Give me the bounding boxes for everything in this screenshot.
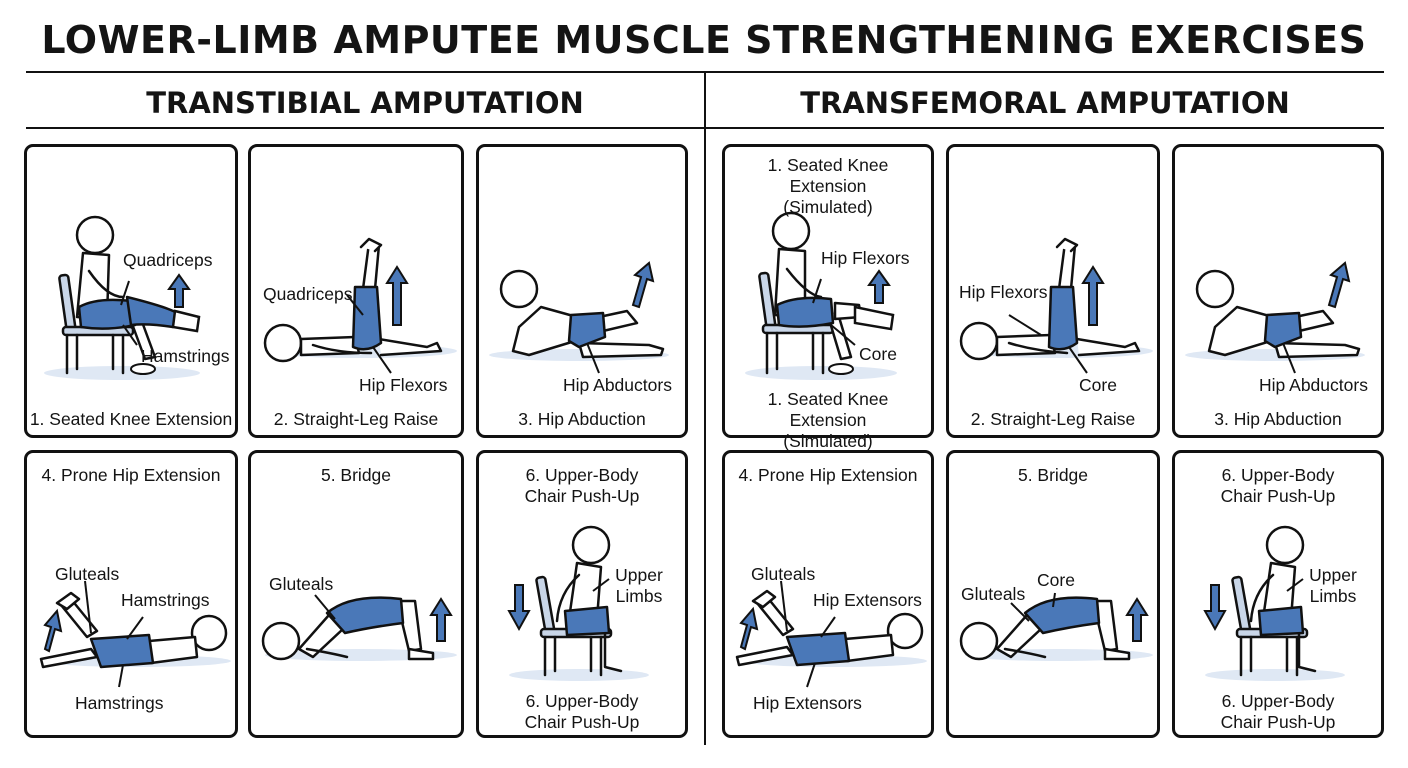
caption: 2. Straight-Leg Raise bbox=[273, 409, 439, 429]
caption: 5. Bridge bbox=[1017, 465, 1089, 485]
caption-bottom: 6. Upper-Body Chair Push-Up bbox=[1220, 691, 1336, 732]
hip-abduction-illustration bbox=[1185, 261, 1365, 374]
label-hamstrings: Hamstrings bbox=[141, 346, 230, 366]
caption: 2. Straight-Leg Raise bbox=[970, 409, 1136, 429]
section-divider bbox=[704, 73, 706, 745]
label-hamstrings: Hamstrings bbox=[75, 693, 164, 713]
straight-leg-raise-illustration bbox=[959, 237, 1153, 374]
transtibial-panel-straight-leg-raise: Quadriceps Hip Flexors 2. Straight-Leg R… bbox=[248, 144, 464, 438]
label-gluteals: Gluteals bbox=[269, 574, 334, 594]
caption-bottom: 1. Seated Knee Extension (Simulated) bbox=[767, 389, 889, 451]
title-divider bbox=[26, 71, 1384, 73]
section-title-transtibial: TRANSTIBIAL AMPUTATION bbox=[146, 86, 584, 120]
label-hamstrings: Hamstrings bbox=[121, 590, 210, 610]
label-hip-flexors: Hip Flexors bbox=[359, 375, 448, 395]
label-hip-flexors: Hip Flexors bbox=[821, 248, 910, 268]
prone-hip-extension-illustration bbox=[735, 580, 927, 688]
seated-knee-extension-illustration bbox=[745, 211, 897, 380]
caption: 3. Hip Abduction bbox=[1214, 409, 1342, 429]
transfemoral-panel-seated-knee-extension: Hip Flexors Core 1. Seated Knee Extensio… bbox=[722, 144, 934, 451]
label-gluteals: Gluteals bbox=[751, 564, 816, 584]
transtibial-panel-bridge: Gluteals 5. Bridge bbox=[248, 450, 464, 738]
main-title: LOWER-LIMB AMPUTEE MUSCLE STRENGTHENING … bbox=[41, 18, 1367, 62]
caption: 1. Seated Knee Extension (Simulated) bbox=[767, 155, 889, 217]
label-upper-limbs: Upper Limbs bbox=[615, 565, 663, 606]
section-underline-left bbox=[26, 127, 704, 129]
caption: 5. Bridge bbox=[320, 465, 392, 485]
transtibial-panel-seated-knee-extension: Quadriceps Hamstrings 1. Seated Knee Ext… bbox=[24, 144, 238, 438]
bridge-illustration bbox=[261, 594, 457, 661]
transtibial-panel-chair-push-up: Upper Limbs 6. Upper-Body Chair Push-Up … bbox=[476, 450, 688, 738]
bridge-illustration bbox=[959, 592, 1153, 661]
label-gluteals: Gluteals bbox=[961, 584, 1026, 604]
transfemoral-panel-bridge: Gluteals Core 5. Bridge bbox=[946, 450, 1160, 738]
label-hip-extensors: Hip Extensors bbox=[753, 693, 862, 713]
chair-push-up-illustration bbox=[1203, 525, 1345, 681]
transfemoral-panel-hip-abduction: Hip Abductors 3. Hip Abduction bbox=[1172, 144, 1384, 438]
label-quadriceps: Quadriceps bbox=[123, 250, 213, 270]
label-core: Core bbox=[1079, 375, 1117, 395]
label-core: Core bbox=[1037, 570, 1075, 590]
label-hip-flexors: Hip Flexors bbox=[959, 282, 1048, 302]
caption: 4. Prone Hip Extension bbox=[41, 465, 221, 485]
transtibial-panel-prone-hip-extension: Gluteals Hamstrings Hamstrings 4. Prone … bbox=[24, 450, 238, 738]
label-gluteals: Gluteals bbox=[55, 564, 120, 584]
caption: 3. Hip Abduction bbox=[518, 409, 646, 429]
transfemoral-panel-chair-push-up: Upper Limbs 6. Upper-Body Chair Push-Up … bbox=[1172, 450, 1384, 738]
transfemoral-panel-prone-hip-extension: Gluteals Hip Extensors Hip Extensors 4. … bbox=[722, 450, 934, 738]
section-underline-right bbox=[706, 127, 1384, 129]
transfemoral-panel-straight-leg-raise: Hip Flexors Core 2. Straight-Leg Raise bbox=[946, 144, 1160, 438]
hip-abduction-illustration bbox=[489, 261, 669, 374]
seated-knee-extension-illustration bbox=[44, 215, 201, 380]
chair-push-up-illustration bbox=[507, 525, 649, 681]
caption: 4. Prone Hip Extension bbox=[738, 465, 918, 485]
label-quadriceps: Quadriceps bbox=[263, 284, 353, 304]
section-title-transfemoral: TRANSFEMORAL AMPUTATION bbox=[800, 86, 1290, 120]
transtibial-panel-hip-abduction: Hip Abductors 3. Hip Abduction bbox=[476, 144, 688, 438]
label-hip-abductors: Hip Abductors bbox=[563, 375, 672, 395]
prone-hip-extension-illustration bbox=[39, 580, 231, 688]
caption: 6. Upper-Body Chair Push-Up bbox=[524, 465, 640, 506]
label-hip-extensors: Hip Extensors bbox=[813, 590, 922, 610]
straight-leg-raise-illustration bbox=[263, 237, 457, 374]
caption: 1. Seated Knee Extension bbox=[29, 409, 233, 429]
caption-bottom: 6. Upper-Body Chair Push-Up bbox=[524, 691, 640, 732]
label-core: Core bbox=[859, 344, 897, 364]
label-hip-abductors: Hip Abductors bbox=[1259, 375, 1368, 395]
caption: 6. Upper-Body Chair Push-Up bbox=[1220, 465, 1336, 506]
label-upper-limbs: Upper Limbs bbox=[1309, 565, 1357, 606]
